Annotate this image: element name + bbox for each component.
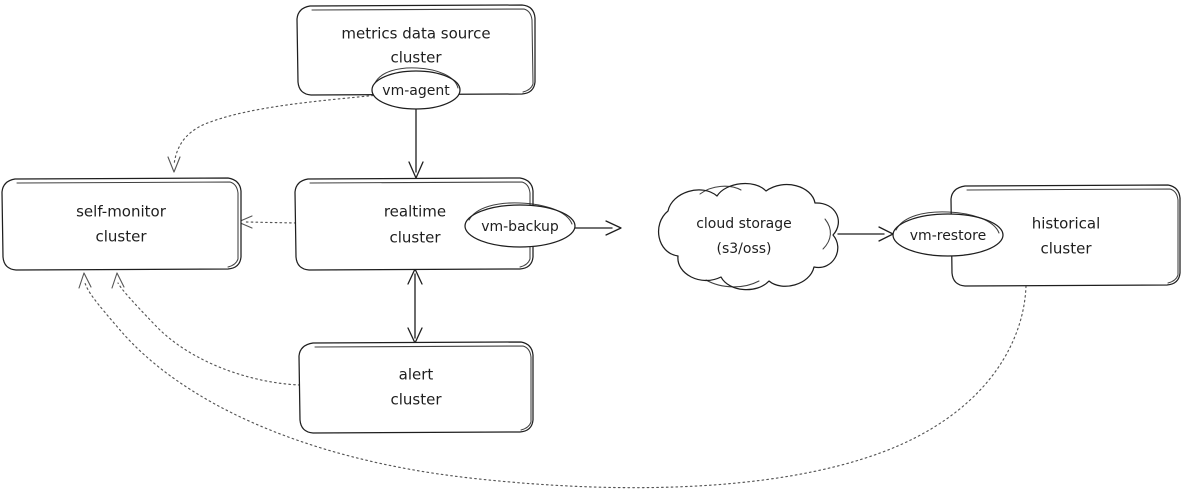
node-vm-agent[interactable]: vm-agent — [371, 67, 461, 110]
historical-cluster-label-line2: cluster — [1040, 240, 1092, 258]
node-self-monitor-cluster[interactable]: self-monitor cluster — [1, 177, 242, 271]
metrics-data-source-cluster-label-line2: cluster — [390, 49, 442, 67]
node-alert-cluster[interactable]: alert cluster — [298, 341, 534, 434]
metrics-data-source-cluster-label-line1: metrics data source — [341, 25, 490, 43]
edge-cloud-storage-to-vm-restore — [837, 226, 894, 242]
edge-vm-backup-to-cloud-storage — [574, 220, 622, 236]
cloud-storage-label-line1: cloud storage — [696, 216, 792, 232]
realtime-cluster-label-line1: realtime — [384, 203, 446, 221]
edge-vm-agent-to-self-monitor-cluster — [167, 94, 379, 173]
self-monitor-cluster-label-line1: self-monitor — [76, 203, 167, 221]
node-vm-backup[interactable]: vm-backup — [464, 202, 576, 248]
alert-cluster-label-line2: cluster — [390, 391, 442, 409]
self-monitor-cluster-label-line2: cluster — [95, 228, 147, 246]
edge-realtime-cluster-to-alert-cluster — [407, 268, 423, 344]
realtime-cluster-label-line2: cluster — [389, 229, 441, 247]
node-cloud-storage[interactable]: cloud storage (s3/oss) — [658, 182, 839, 291]
edge-alert-cluster-to-self-monitor-cluster — [111, 272, 301, 386]
edge-historical-cluster-to-self-monitor-cluster — [78, 272, 1027, 489]
node-metrics-data-source-cluster[interactable]: metrics data source cluster — [296, 4, 536, 96]
vm-backup-label: vm-backup — [481, 219, 559, 235]
node-realtime-cluster[interactable]: realtime cluster — [294, 177, 534, 271]
historical-cluster-label-line1: historical — [1032, 215, 1101, 233]
alert-cluster-label-line1: alert — [399, 366, 434, 384]
vm-restore-label: vm-restore — [910, 228, 986, 244]
vm-agent-label: vm-agent — [382, 83, 450, 99]
edge-vm-agent-to-realtime-cluster — [408, 103, 424, 179]
node-vm-restore[interactable]: vm-restore — [892, 211, 1004, 257]
node-historical-cluster[interactable]: historical cluster — [950, 184, 1181, 287]
edge-realtime-cluster-to-self-monitor-cluster — [237, 215, 297, 229]
cloud-storage-label-line2: (s3/oss) — [717, 241, 772, 257]
